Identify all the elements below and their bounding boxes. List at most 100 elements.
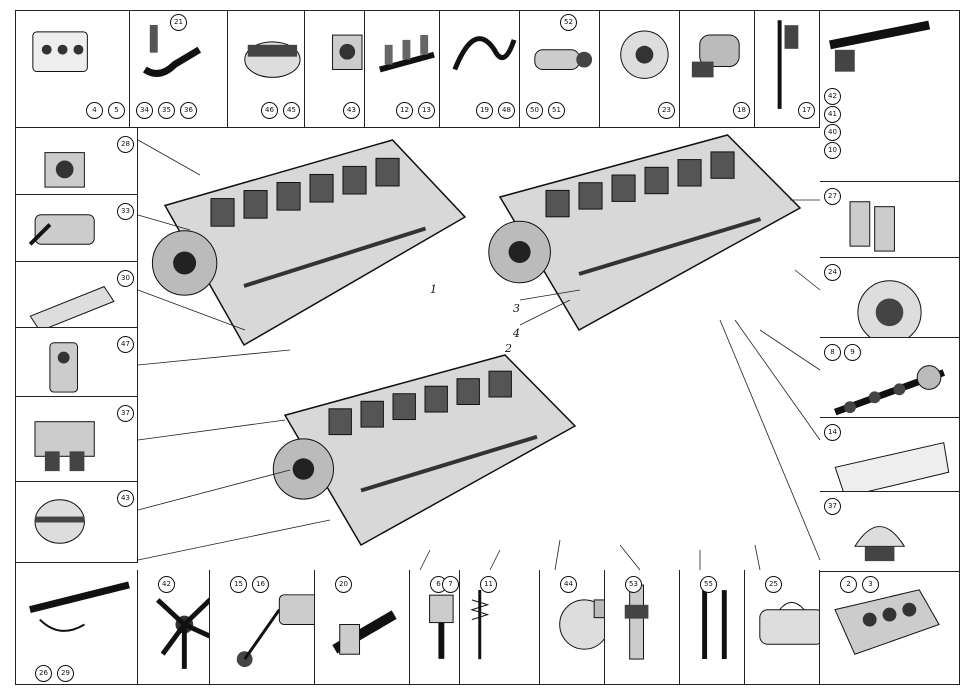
callout-shaft-coupling-0: 20 xyxy=(335,576,352,593)
pointer-label-1: 2 xyxy=(505,342,512,355)
valve-block-drawing xyxy=(44,152,85,188)
panel-fuel-filter: 27 xyxy=(820,182,960,258)
callout-glow-plug-and-pipe-0: 21 xyxy=(170,14,187,31)
callout-exhaust-manifold-0: 12 xyxy=(396,102,413,119)
callout-glow-plug-and-pipe-1: 34 xyxy=(136,102,153,119)
callout-vertical-pipe-0: 17 xyxy=(798,102,815,119)
callout-camshaft-0: 8 xyxy=(824,344,841,361)
shaft-coupling-drawing xyxy=(332,610,397,655)
panel-tool-bag: 25 xyxy=(745,570,820,685)
panel-injector-nozzle: 53 xyxy=(605,570,680,685)
callout-injector-rail-3: 10 xyxy=(824,142,841,159)
glow-plug-and-pipe-drawing xyxy=(142,24,202,77)
callout-valve-block-0: 28 xyxy=(117,136,134,153)
panel-oil-filter-dome: 37 xyxy=(820,492,960,572)
panel-turbo-housing: 44 xyxy=(540,570,605,685)
vertical-pipe-drawing xyxy=(777,20,799,109)
callout-fuel-pump-assembly-0: 37 xyxy=(117,405,134,422)
panel-wrench-set: 55 xyxy=(680,570,745,685)
panel-small-bracket-part: 43 xyxy=(305,10,365,128)
callout-injector-rail-1: 41 xyxy=(824,106,841,123)
water-pipes-assembly-drawing xyxy=(452,36,517,71)
callout-injector-nozzle-0: 53 xyxy=(625,576,642,593)
flywheel-pump-drawing xyxy=(620,30,669,79)
callout-engine-block-0: 2 xyxy=(840,576,857,593)
panel-flywheel-pump: 23 xyxy=(600,10,680,128)
panel-exhaust-manifold: 12 13 xyxy=(365,10,440,128)
callout-starter-motor-2: 51 xyxy=(548,102,565,119)
callout-small-bracket-part-0: 43 xyxy=(343,102,360,119)
callout-starter-motor-1: 50 xyxy=(526,102,543,119)
intercooler-plate-drawing xyxy=(29,286,115,327)
panel-fuel-pump-assembly: 37 xyxy=(15,397,138,482)
callout-oil-cooler-0: 33 xyxy=(117,203,134,220)
oil-pan-drawing xyxy=(834,442,950,491)
fan-blade-drawing xyxy=(156,597,209,669)
tool-bag-drawing xyxy=(759,601,819,645)
panel-pump-unit: 47 xyxy=(15,328,138,397)
oil-cooler-drawing xyxy=(28,214,95,246)
engine-block-drawing xyxy=(834,589,940,655)
callout-pump-unit-0: 47 xyxy=(117,336,134,353)
panel-pulley-unit: 43 xyxy=(15,482,138,563)
gauge-hose-drawing xyxy=(236,594,314,668)
callout-injector-rail-0: 42 xyxy=(824,88,841,105)
callout-glow-plug-and-pipe-2: 35 xyxy=(158,102,175,119)
callout-turbo-housing-0: 44 xyxy=(560,576,577,593)
callout-valve-and-spring-0: 11 xyxy=(480,576,497,593)
panel-starter-motor: 52 50 51 xyxy=(520,10,600,128)
injector-rail-drawing xyxy=(829,20,931,72)
camshaft-drawing xyxy=(834,365,945,416)
callout-oil-filter-dome-0: 37 xyxy=(824,498,841,515)
small-bracket-part-drawing xyxy=(332,34,363,70)
callout-injection-pipes-0: 26 xyxy=(35,665,52,682)
callout-starter-motor-0: 52 xyxy=(560,14,577,31)
turbo-housing-drawing xyxy=(559,599,604,650)
callout-injector-rail-2: 40 xyxy=(824,124,841,141)
engine-view-left xyxy=(151,139,467,347)
fuel-filter-drawing xyxy=(849,201,895,252)
callout-tool-bag-0: 25 xyxy=(765,576,782,593)
water-pump-disc-drawing xyxy=(857,280,922,337)
panel-oil-pan: 14 xyxy=(820,418,960,492)
callout-fan-blade-0: 42 xyxy=(158,576,175,593)
callout-fuel-filter-0: 27 xyxy=(824,188,841,205)
callout-oil-pan-0: 14 xyxy=(824,424,841,441)
callout-gauge-hose-1: 16 xyxy=(252,576,269,593)
injector-nozzle-drawing xyxy=(624,584,649,660)
callout-air-cleaner-drum-1: 45 xyxy=(283,102,300,119)
callout-water-pipes-assembly-1: 48 xyxy=(498,102,515,119)
callout-water-pump-disc-0: 24 xyxy=(824,264,841,281)
panel-vertical-pipe: 17 xyxy=(755,10,820,128)
callout-camshaft-1: 9 xyxy=(844,344,861,361)
callout-glow-plug-and-pipe-3: 36 xyxy=(180,102,197,119)
fuel-pump-assembly-drawing xyxy=(34,421,95,472)
starter-motor-drawing xyxy=(534,49,593,70)
callout-intercooler-plate-0: 30 xyxy=(117,270,134,287)
panel-generator: 18 xyxy=(680,10,755,128)
callout-exhaust-manifold-1: 13 xyxy=(418,102,435,119)
cylinder-head-cover-drawing xyxy=(32,31,88,72)
pulley-unit-drawing xyxy=(34,499,85,544)
panel-valve-and-spring: 11 xyxy=(460,570,540,685)
callout-wrench-set-0: 55 xyxy=(700,576,717,593)
exhaust-manifold-drawing xyxy=(379,34,435,73)
oil-filter-dome-drawing xyxy=(854,526,906,562)
panel-valve-block: 28 xyxy=(15,128,138,195)
valve-and-spring-drawing xyxy=(470,589,490,660)
callout-injection-pipes-1: 29 xyxy=(57,665,74,682)
pointer-label-0: 1 xyxy=(430,283,437,296)
callout-water-pipes-assembly-0: 19 xyxy=(476,102,493,119)
pump-unit-drawing xyxy=(49,342,78,393)
panel-oil-cooler: 33 xyxy=(15,195,138,262)
callout-gauge-hose-0: 15 xyxy=(230,576,247,593)
panel-intercooler-plate: 30 xyxy=(15,262,138,328)
